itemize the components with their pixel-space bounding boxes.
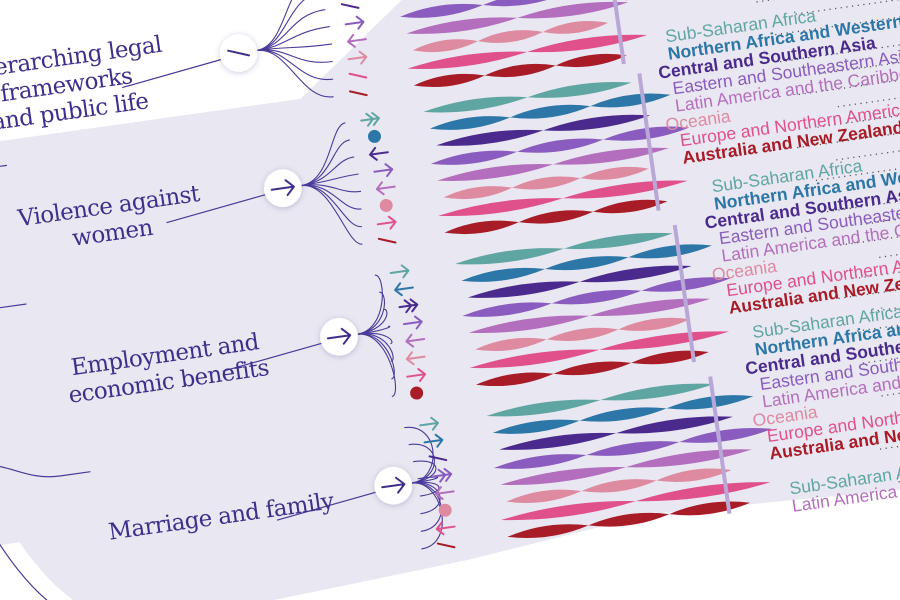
- ribbon: [406, 1, 629, 34]
- double-arrow-right-icon: [398, 298, 419, 314]
- category-node-overarching-legal-frameworks-and-public-life[interactable]: [217, 32, 260, 75]
- arrow-right-icon: [423, 433, 444, 448]
- arrow-right-icon: [376, 215, 397, 230]
- ribbon: [499, 416, 734, 450]
- arrow-left-icon: [394, 282, 414, 297]
- group-bracket: [708, 376, 732, 514]
- ribbon: [462, 277, 731, 317]
- leader-dots: [798, 55, 900, 96]
- ribbon: [476, 350, 709, 387]
- ribbon: [507, 501, 751, 539]
- ribbon: [492, 395, 754, 434]
- connector-line: [276, 491, 377, 521]
- branch-line: [356, 291, 385, 335]
- ribbon: [469, 331, 730, 369]
- arrow-left-icon: [405, 351, 426, 366]
- branch-line: [300, 122, 346, 187]
- branch-line: [356, 333, 396, 398]
- group-bracket: [602, 0, 626, 65]
- ribbon: [467, 265, 692, 298]
- ribbon: [475, 317, 691, 352]
- arrow-right-icon: [381, 476, 406, 494]
- arrow-right-icon: [344, 15, 365, 30]
- arrow-left-icon: [434, 486, 455, 500]
- branch-line: [256, 0, 322, 52]
- connector-line: [122, 58, 222, 89]
- group-brackets: [602, 0, 732, 514]
- ribbon: [468, 298, 711, 333]
- branch-line: [404, 427, 434, 484]
- ribbon: [501, 482, 771, 521]
- dot-icon: [410, 386, 424, 400]
- dash-icon: [348, 90, 368, 97]
- group-bracket: [672, 224, 697, 363]
- dotted-leader-lines: [756, 0, 900, 483]
- ribbon: [412, 21, 608, 53]
- branch-line: [300, 185, 363, 245]
- ribbon: [430, 126, 690, 165]
- arrow-right-icon: [373, 163, 394, 178]
- group-bracket: [637, 73, 661, 211]
- dash-icon: [227, 49, 250, 57]
- ribbon: [500, 449, 752, 486]
- arrow-left-icon: [375, 181, 396, 196]
- connector-line: [166, 194, 266, 224]
- arrow-right-icon: [347, 50, 368, 65]
- dot-icon: [379, 198, 393, 212]
- category-node-employment-and-economic-benefits[interactable]: [318, 315, 361, 358]
- arrow-left-icon: [369, 146, 389, 161]
- dot-icon: [367, 129, 381, 143]
- ribbon: [444, 199, 668, 235]
- dot-icon: [438, 503, 452, 517]
- branch-line: [256, 0, 317, 52]
- arrow-right-icon: [326, 327, 352, 345]
- ribbon: [461, 244, 712, 282]
- leader-dots: [858, 243, 900, 279]
- arrow-right-icon: [402, 315, 423, 330]
- ribbon: [413, 53, 627, 88]
- arrow-right-icon: [406, 368, 427, 382]
- ribbon: [506, 468, 732, 504]
- ribbons: [400, 0, 773, 539]
- ribbon: [486, 383, 715, 417]
- ribbon: [436, 114, 651, 146]
- ribbon: [455, 232, 673, 265]
- ribbon: [400, 0, 649, 18]
- double-arrow-right-icon: [432, 467, 453, 483]
- ribbon: [429, 93, 671, 130]
- dash-icon: [348, 72, 368, 79]
- arrow-left-icon: [435, 521, 456, 536]
- branch-line: [256, 8, 326, 52]
- connector-line: [222, 342, 322, 372]
- ribbon: [407, 34, 648, 69]
- dash-icon: [428, 455, 448, 462]
- category-nodes: [217, 32, 415, 507]
- arrow-right-icon: [270, 179, 295, 197]
- dash-icon: [340, 3, 360, 9]
- arrow-right-icon: [419, 416, 439, 431]
- dash-icon: [436, 542, 456, 549]
- arrow-left-icon: [347, 33, 367, 48]
- arrow-left-icon: [405, 333, 426, 348]
- ribbon: [437, 147, 669, 181]
- dash-icon: [377, 237, 397, 244]
- double-arrow-right-icon: [360, 112, 380, 127]
- ribbon: [443, 166, 649, 200]
- category-node-violence-against-women[interactable]: [261, 167, 304, 210]
- branch-lines: [0, 0, 443, 600]
- category-node-marriage-and-family[interactable]: [372, 464, 415, 507]
- ribbon: [493, 428, 773, 469]
- ribbon: [438, 180, 688, 217]
- arrow-right-icon: [389, 264, 410, 279]
- branch-line: [408, 443, 435, 484]
- ribbon: [423, 82, 632, 113]
- trend-symbols: [340, 3, 456, 549]
- branch-line: [256, 49, 334, 98]
